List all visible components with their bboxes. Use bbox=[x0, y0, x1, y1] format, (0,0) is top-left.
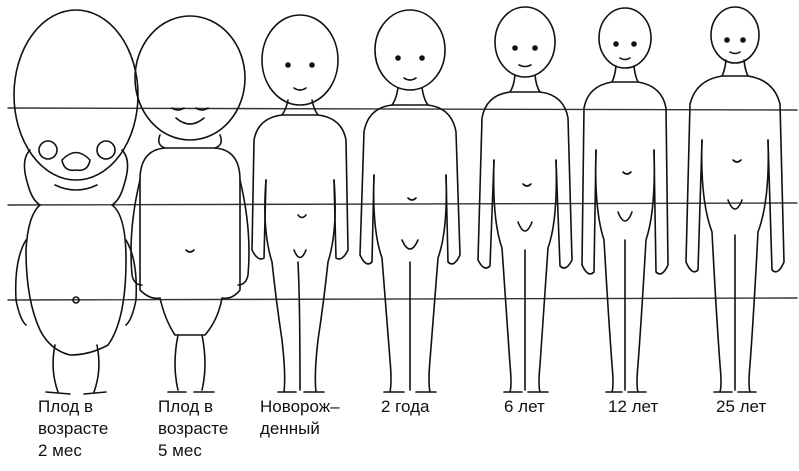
label-line: 2 года bbox=[381, 396, 429, 418]
guide-line-2 bbox=[8, 203, 797, 205]
figure-12-years bbox=[582, 8, 668, 392]
figure-6-years bbox=[478, 7, 572, 392]
stage-labels: Плод в возрасте 2 мес Плод в возрасте 5 … bbox=[0, 396, 799, 471]
guide-line-3 bbox=[8, 298, 797, 300]
label-fetus-2-months: Плод в возрасте 2 мес bbox=[38, 396, 108, 462]
label-fetus-5-months: Плод в возрасте 5 мес bbox=[158, 396, 228, 462]
label-2-years: 2 года bbox=[381, 396, 429, 418]
guide-line-1 bbox=[8, 108, 797, 110]
label-line: 5 мес bbox=[158, 440, 228, 462]
label-line: 25 лет bbox=[716, 396, 766, 418]
label-line: денный bbox=[260, 418, 340, 440]
figure-25-years bbox=[686, 7, 784, 392]
label-line: Плод в bbox=[38, 396, 108, 418]
label-line: 6 лет bbox=[504, 396, 545, 418]
label-line: 2 мес bbox=[38, 440, 108, 462]
figure-2-years bbox=[360, 10, 460, 392]
label-line: возрасте bbox=[38, 418, 108, 440]
label-line: Плод в bbox=[158, 396, 228, 418]
label-6-years: 6 лет bbox=[504, 396, 545, 418]
label-line: возрасте bbox=[158, 418, 228, 440]
figure-fetus-2-months bbox=[14, 10, 138, 394]
label-12-years: 12 лет bbox=[608, 396, 658, 418]
label-newborn: Новорож– денный bbox=[260, 396, 340, 440]
label-line: Новорож– bbox=[260, 396, 340, 418]
label-25-years: 25 лет bbox=[716, 396, 766, 418]
figure-drawing bbox=[0, 0, 799, 400]
label-line: 12 лет bbox=[608, 396, 658, 418]
